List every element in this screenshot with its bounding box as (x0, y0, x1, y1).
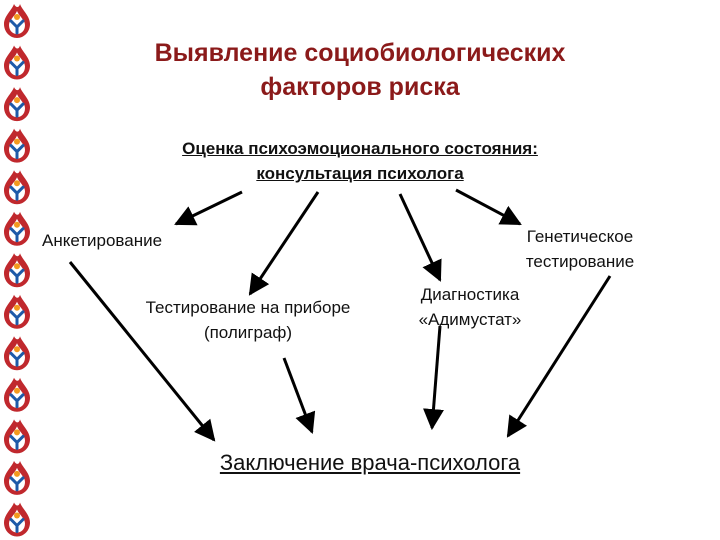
adimustat-line-2: «Адимустат» (418, 310, 522, 329)
node-polygraph-testing: Тестирование на приборе (полиграф) (112, 295, 384, 345)
polygraph-line-2: (полиграф) (203, 323, 293, 342)
node-assessment: Оценка психоэмоционального состояния: ко… (100, 136, 620, 186)
node-survey: Анкетирование (42, 228, 162, 253)
arrow-assessment-to-genetic (455, 188, 522, 226)
assessment-line-2: консультация психолога (256, 164, 464, 183)
arrow-adimustat-to-conclusion (423, 325, 444, 431)
arrow-assessment-to-survey (174, 190, 243, 226)
survey-label: Анкетирование (42, 231, 163, 250)
node-adimustat-diagnostics: Диагностика «Адимустат» (390, 282, 550, 332)
arrow-assessment-to-polygraph (248, 191, 320, 296)
title-line-1: Выявление социобиологических (154, 39, 566, 67)
page-title: Выявление социобиологических факторов ри… (60, 36, 660, 104)
node-genetic-testing: Генетическое тестирование (480, 224, 680, 274)
arrow-assessment-to-adimustat (398, 193, 442, 282)
arrow-polygraph-to-conclusion (282, 357, 316, 434)
title-line-2: факторов риска (260, 73, 460, 101)
genetic-line-2: тестирование (525, 252, 635, 271)
adimustat-line-1: Диагностика (420, 285, 520, 304)
conclusion-label: Заключение врача-психолога (219, 450, 521, 475)
node-conclusion: Заключение врача-психолога (150, 450, 590, 475)
genetic-line-1: Генетическое (526, 227, 634, 246)
arrow-genetic-to-conclusion (506, 275, 612, 438)
assessment-line-1: Оценка психоэмоционального состояния: (182, 139, 538, 158)
arrow-survey-to-conclusion (68, 261, 216, 442)
polygraph-line-1: Тестирование на приборе (145, 298, 351, 317)
